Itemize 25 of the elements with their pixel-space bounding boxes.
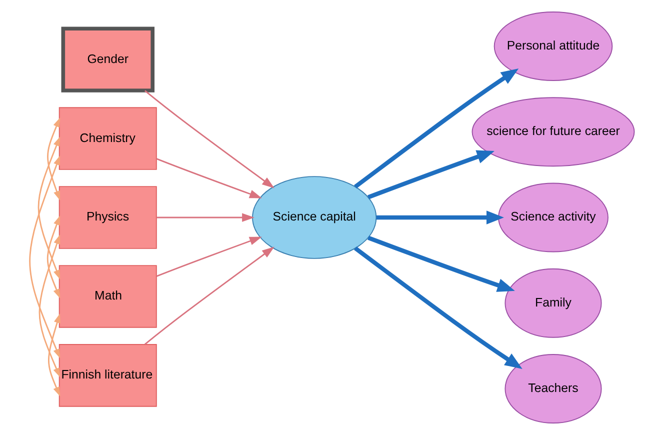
arrow bbox=[156, 158, 262, 198]
arrow bbox=[156, 213, 254, 222]
arrow bbox=[354, 246, 522, 369]
node-box: Chemistry bbox=[58, 107, 157, 170]
arrow bbox=[144, 90, 274, 188]
arrow bbox=[38, 136, 60, 280]
node-ellipse: Science activity bbox=[498, 182, 608, 252]
arrow bbox=[367, 150, 494, 200]
node-box: Physics bbox=[58, 186, 157, 249]
arrow bbox=[38, 234, 60, 378]
arrow bbox=[367, 236, 515, 292]
node-ellipse: science for future career bbox=[472, 97, 635, 167]
arrow bbox=[354, 68, 519, 188]
node-box: Math bbox=[58, 265, 157, 328]
node-box: Finnish literature bbox=[58, 344, 157, 407]
arrow bbox=[46, 215, 60, 298]
node-box: Gender bbox=[61, 26, 154, 92]
arrow bbox=[156, 236, 262, 277]
arrow bbox=[29, 156, 60, 358]
arrow bbox=[144, 246, 274, 345]
node-ellipse: Family bbox=[504, 268, 602, 338]
arrow bbox=[47, 118, 60, 200]
arrow bbox=[376, 210, 504, 224]
node-ellipse: Personal attitude bbox=[494, 12, 613, 81]
arrow bbox=[48, 313, 60, 396]
